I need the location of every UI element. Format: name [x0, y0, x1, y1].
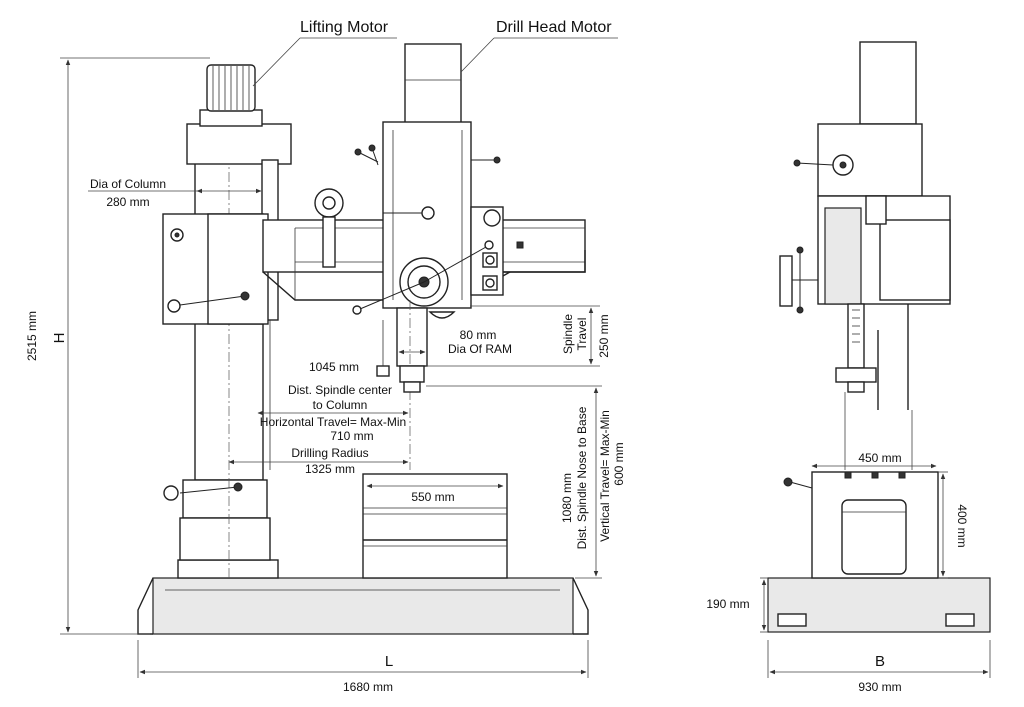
work-table — [362, 473, 508, 579]
column — [163, 100, 271, 580]
min-distance-value: 1045 mm — [309, 360, 359, 374]
lifting-motor-callout: Lifting Motor — [300, 19, 389, 36]
side-table — [783, 471, 939, 579]
drilling-radius-label: Drilling Radius — [291, 446, 368, 460]
drill-head-motor-callout: Drill Head Motor — [496, 19, 612, 36]
width-letter: B — [875, 653, 885, 670]
horizontal-travel-label: Horizontal Travel= Max-Min — [260, 415, 406, 429]
nose-to-base-label: Dist. Spindle Nose to Base — [575, 406, 589, 549]
nose-to-base-value: 1080 mm — [560, 473, 574, 523]
column-dia-value: 280 mm — [106, 195, 149, 209]
side-table-width-value: 450 mm — [858, 451, 901, 465]
spindle-center-label-1: Dist. Spindle center — [288, 383, 392, 397]
column-carriage — [162, 213, 269, 325]
side-base — [767, 577, 991, 633]
horizontal-travel-value: 710 mm — [330, 429, 373, 443]
spindle-travel-label-1: Spindle — [561, 314, 575, 354]
lifting-motor-leader — [252, 37, 301, 87]
width-value: 930 mm — [858, 680, 901, 694]
spindle-center-label-2: to Column — [313, 398, 368, 412]
spindle-travel-label-2: Travel — [575, 318, 589, 351]
front-view — [137, 43, 589, 635]
lifting-motor — [186, 64, 292, 470]
spindle-travel-value: 250 mm — [597, 314, 611, 357]
drilling-radius-value: 1325 mm — [305, 462, 355, 476]
length-letter: L — [385, 653, 393, 670]
ram-dia-label: Dia Of RAM — [448, 342, 512, 356]
ram-dia-value: 80 mm — [460, 328, 497, 342]
drill-head-motor-leader — [460, 37, 495, 73]
drill-head — [352, 121, 504, 470]
side-base-height-value: 190 mm — [706, 597, 749, 611]
side-drill-head — [779, 41, 951, 393]
side-column — [877, 300, 909, 410]
height-value: 2515 mm — [25, 311, 39, 361]
side-view — [767, 41, 991, 633]
table-width-value: 550 mm — [411, 490, 454, 504]
column-dia-label: Dia of Column — [90, 177, 166, 191]
side-table-height-value: 400 mm — [955, 504, 969, 547]
drill-head-motor — [404, 43, 462, 125]
length-value: 1680 mm — [343, 680, 393, 694]
vertical-travel-value: 600 mm — [612, 442, 626, 485]
vertical-travel-label: Vertical Travel= Max-Min — [598, 410, 612, 542]
height-letter: H — [51, 333, 68, 344]
